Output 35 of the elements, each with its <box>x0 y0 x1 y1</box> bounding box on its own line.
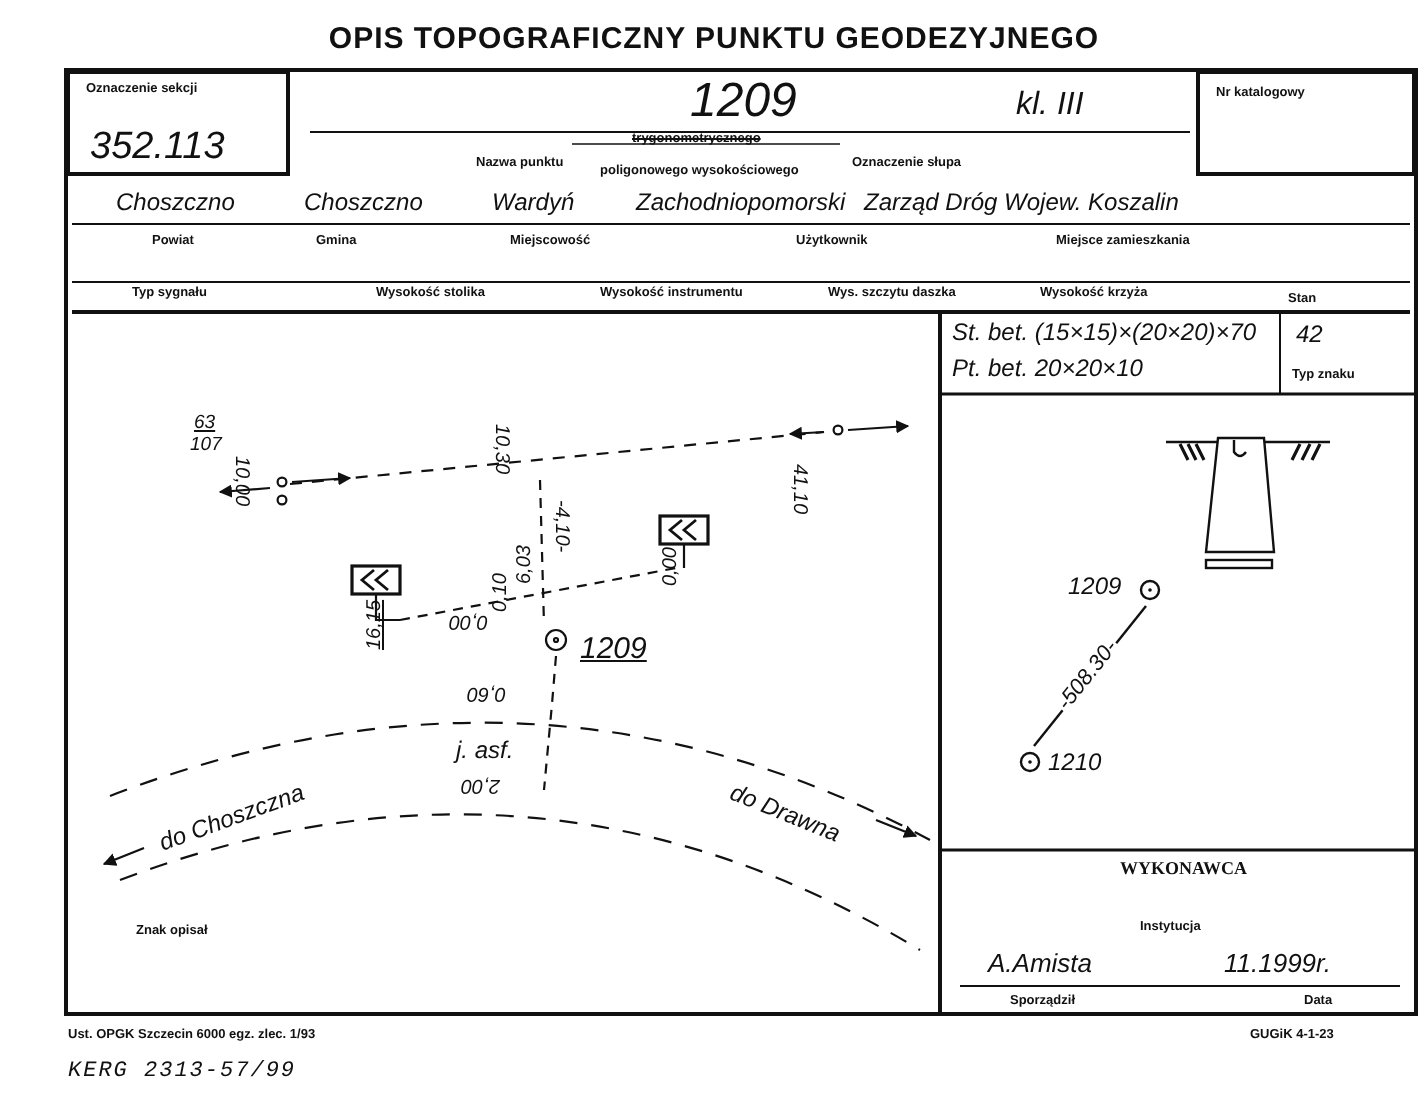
point-number: 1209 <box>580 634 647 667</box>
field-value: Zachodniopomorski <box>636 190 846 217</box>
measurement-label: 0,10 <box>490 573 512 612</box>
field-value: Choszczno <box>304 190 423 217</box>
measurement-label: 0,00 <box>449 610 488 632</box>
form-title: OPIS TOPOGRAFICZNY PUNKTU GEODEZYJNEGO <box>326 22 1102 56</box>
measurement-label: -4,10- <box>550 500 572 553</box>
point-number: 1209 <box>690 76 797 129</box>
field-value: 1209 <box>1068 574 1122 601</box>
field-value: Choszczno <box>116 190 235 217</box>
measurement-label: 16,15 <box>364 599 386 650</box>
measurement-label: 10,30 <box>490 424 512 475</box>
measurement-label: 6,03 <box>514 545 536 584</box>
field-value: 352.113 <box>90 128 225 170</box>
form-cell <box>66 70 290 176</box>
point-class: kl. III <box>1016 88 1084 124</box>
measurement-label: 0,60 <box>467 682 506 704</box>
measurement-label: 107 <box>190 436 222 457</box>
road-surface-label: j. asf. <box>456 738 514 765</box>
measurement-label: 41,10 <box>788 464 810 515</box>
field-value: 11.1999r. <box>1224 950 1331 979</box>
material-note: Pt. bet. 20×20×10 <box>952 356 1143 383</box>
measurement-label: 0,00 <box>660 547 682 586</box>
field-value: Wardyń <box>492 190 575 217</box>
register-number: KERG 2313-57/99 <box>68 1060 297 1085</box>
section-heading: WYKONAWCA <box>1120 860 1248 880</box>
measurement-label: 63 <box>194 414 216 435</box>
form-cell <box>1196 70 1416 176</box>
field-value: 42 <box>1296 322 1323 349</box>
field-value: A.Amista <box>988 950 1093 979</box>
measurement-label: 2,00 <box>461 774 500 796</box>
measurement-label: 10,00 <box>230 456 252 507</box>
field-value: 1210 <box>1048 750 1102 777</box>
field-value: Zarząd Dróg Wojew. Koszalin <box>864 190 1179 217</box>
material-note: St. bet. (15×15)×(20×20)×70 <box>952 320 1257 347</box>
